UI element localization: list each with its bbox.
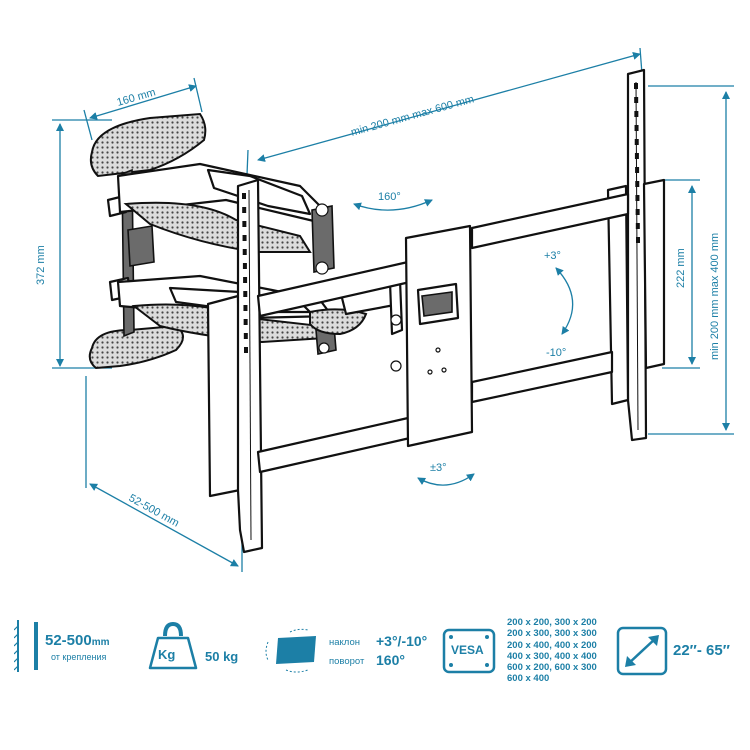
rail-hole (634, 83, 638, 89)
vesa-item: 200 x 400, 400 x 200 (507, 639, 597, 651)
diagonal-arrow-icon (616, 626, 668, 676)
rail-hole (635, 167, 640, 173)
dim-swivel: 160° (378, 191, 401, 203)
vesa-item: 600 x 200, 600 x 300 (507, 662, 597, 674)
kettlebell-label: Kg (158, 647, 176, 662)
swivel-label: поворот (329, 656, 365, 667)
dim-tilt-up: +3° (544, 250, 561, 262)
rail-hole (242, 249, 247, 255)
rail-hole (635, 181, 640, 187)
rail-hole (242, 193, 246, 199)
tilt-indicator: +3° -10° (544, 250, 574, 359)
dim-tilt-down: -10° (546, 347, 566, 359)
distance-value: 52-500mm (45, 632, 110, 649)
rail-hole (634, 125, 639, 131)
screen-size-value: 22″- 65″ (673, 642, 730, 659)
wall-distance-icon (14, 620, 38, 672)
dimension-horizontal: min 200 mm max 600 mm (245, 47, 643, 201)
vesa-item: 200 x 300, 300 x 300 (507, 628, 597, 640)
tv-rails (206, 68, 666, 554)
rail-hole (635, 223, 640, 229)
rotation-indicator: ±3° (417, 462, 475, 486)
tilt-value: +3°/-10° (376, 633, 428, 649)
vesa-label: VESA (451, 643, 484, 657)
rail-hole (242, 263, 247, 269)
rail-hole (242, 235, 247, 241)
rail-hole (243, 277, 248, 283)
dimension-222: 222 mm (662, 179, 700, 369)
rail-hole (634, 153, 639, 159)
dimension-372: 372 mm (35, 119, 112, 369)
rail-hole (243, 305, 248, 311)
dim-horizontal-range: min 200 mm max 600 mm (350, 93, 476, 139)
mount-diagram: 160 mm min 200 mm max 600 mm 372 mm 222 … (35, 47, 734, 572)
tilt-swivel-screen-icon (265, 628, 316, 673)
dim-extension: 52-500 mm (127, 492, 181, 529)
rail-hole (244, 347, 248, 353)
rail-holes (242, 83, 640, 353)
vesa-item: 600 x 400 (507, 673, 550, 685)
tilt-label: наклон (329, 637, 360, 648)
swivel-value: 160° (376, 652, 405, 668)
weight-value: 50 kg (205, 649, 239, 664)
dim-plate-height: 222 mm (675, 248, 687, 288)
kettlebell-icon (148, 621, 198, 670)
distance-caption: от крепления (51, 652, 107, 662)
rail-hole (243, 319, 248, 325)
articulating-arms (116, 162, 404, 372)
rail-hole (242, 207, 247, 213)
rail-hole (634, 111, 639, 117)
rail-hole (243, 333, 248, 339)
wall-plate (88, 112, 207, 370)
rail-hole (634, 97, 639, 103)
vesa-item: 400 x 300, 400 x 400 (507, 650, 597, 662)
rail-hole (634, 139, 639, 145)
vesa-item: 200 x 200, 300 x 200 (507, 617, 597, 628)
dim-arm-height: 372 mm (35, 245, 47, 285)
dim-rotation: ±3° (430, 462, 447, 474)
rail-hole (636, 237, 640, 243)
rail-hole (243, 291, 248, 297)
dimension-vertical: min 200 mm max 400 mm (648, 85, 734, 435)
specs-bar: 52-500mm от крепления Kg 50 kg наклон +3… (0, 600, 750, 750)
vesa-icon (442, 628, 496, 674)
vesa-list: 200 x 200, 300 x 200 200 x 300, 300 x 30… (507, 617, 597, 685)
rail-hole (635, 195, 640, 201)
rail-hole (635, 209, 640, 215)
dim-vertical-range: min 200 mm max 400 mm (709, 233, 721, 360)
rail-hole (242, 221, 247, 227)
swivel-indicator: 160° (353, 191, 433, 211)
dim-arm-width: 160 mm (116, 86, 158, 108)
